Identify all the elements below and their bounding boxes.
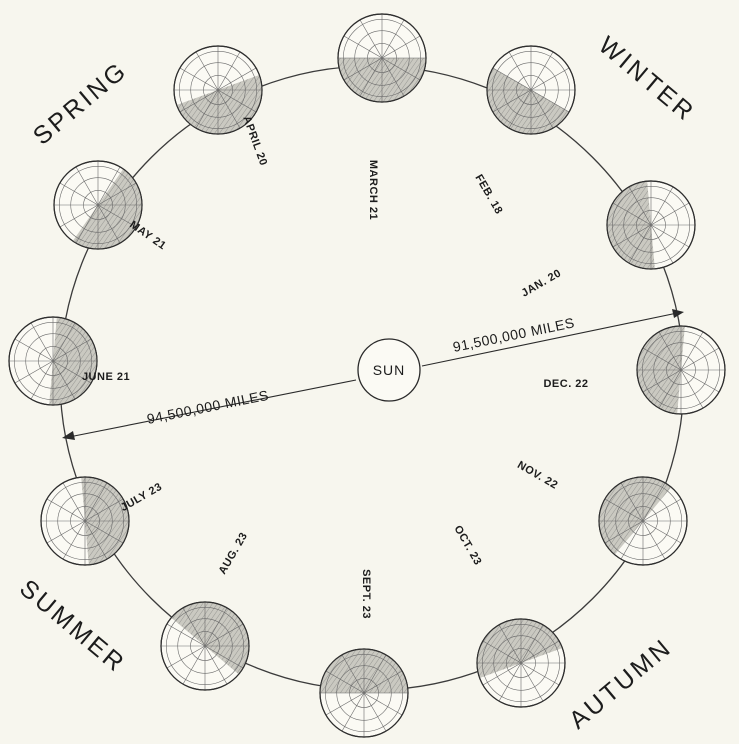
date-label: FEB. 18 — [472, 173, 504, 217]
earth-globe — [161, 602, 249, 690]
date-label: SEPT. 23 — [360, 569, 372, 619]
date-label: MARCH 21 — [367, 160, 379, 220]
sun-label: SUN — [373, 362, 406, 378]
date-label: APRIL 20 — [240, 114, 269, 167]
date-labels: MARCH 21 FEB. 18 JAN. 20 DEC. 22 NOV. 22 OCT.… — [82, 114, 589, 618]
earth-globe — [9, 317, 97, 405]
season-label-winter: WINTER — [593, 31, 700, 127]
sun: SUN — [358, 339, 420, 401]
season-label-autumn: AUTUMN — [564, 633, 678, 735]
date-label: MAY 21 — [127, 219, 168, 253]
distance-label-aphelion: 94,500,000 MILES — [145, 387, 270, 427]
earth-globe — [41, 477, 129, 565]
date-label: NOV. 22 — [515, 459, 560, 492]
earth-globe — [477, 619, 565, 707]
earth-globe — [320, 649, 408, 737]
date-label: JAN. 20 — [520, 267, 564, 299]
season-label-summer: SUMMER — [14, 574, 131, 678]
earth-globe — [637, 326, 725, 414]
date-label: AUG. 23 — [217, 530, 251, 576]
date-label: JULY 23 — [119, 481, 165, 514]
earth-globe — [599, 477, 687, 565]
date-label: DEC. 22 — [543, 378, 588, 390]
earth-globe — [338, 14, 426, 102]
date-label: JUNE 21 — [82, 371, 130, 383]
date-label: OCT. 23 — [451, 524, 483, 568]
earth-globe — [607, 181, 695, 269]
earth-globe — [54, 161, 142, 249]
season-label-spring: SPRING — [28, 56, 133, 151]
earth-globe — [487, 46, 575, 134]
distance-label-perihelion: 91,500,000 MILES — [451, 314, 576, 355]
